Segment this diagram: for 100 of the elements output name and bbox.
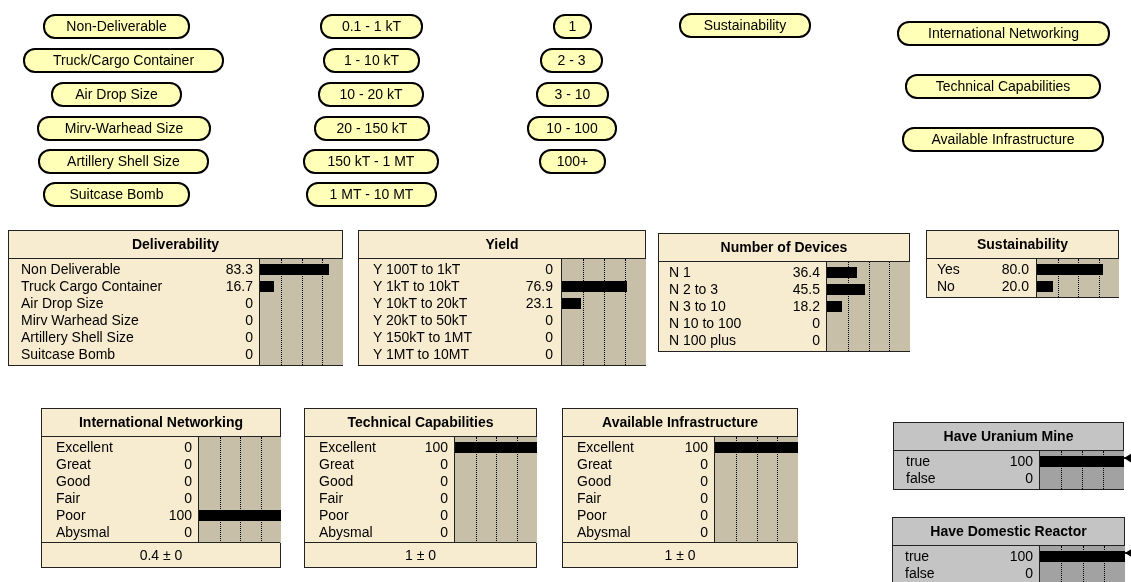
belief-value: 0 [1025,565,1033,582]
state-pill: 2 - 3 [540,48,603,73]
belief-value: 0 [700,490,708,507]
belief-value: 0 [184,524,192,541]
state-label: Good [56,473,91,490]
state-pill: Available Infrastructure [902,127,1104,152]
state-label: Poor [56,507,86,524]
belief-value: 0 [545,346,553,363]
state-label: Y 1MT to 10MT [373,346,469,363]
belief-value: 0 [245,346,253,363]
state-label: Good [577,473,612,490]
state-label: false [905,565,935,582]
state-label: Yes [937,261,960,278]
expected-value: 1 ± 0 [305,542,536,567]
belief-value: 0 [700,507,708,524]
belief-value: 0 [812,332,820,349]
belief-node-card [892,517,1125,582]
belief-value: 0 [545,329,553,346]
state-label: No [937,278,955,295]
state-pill: Suitcase Bomb [43,182,190,207]
belief-node-card [41,408,281,568]
belief-value: 20.0 [1001,278,1029,295]
belief-value: 0 [700,456,708,473]
arrow [1123,453,1131,463]
belief-value: 80.0 [1001,261,1029,278]
belief-node-card [562,408,798,568]
belief-value: 100 [1009,453,1033,470]
state-pill: 1 [553,14,592,39]
state-label: true [906,453,931,470]
state-pill: 0.1 - 1 kT [320,14,423,39]
state-label: Excellent [577,439,634,456]
expected-value: 1 ± 0 [563,542,797,567]
belief-value: 0 [184,490,192,507]
state-pill: 10 - 100 [527,116,617,141]
belief-value: 36.4 [792,264,820,281]
belief-value: 18.2 [792,298,820,315]
belief-node-card [926,230,1119,298]
state-label: Great [577,456,612,473]
belief-value: 23.1 [525,295,553,312]
state-label: Y 100T to 1kT [373,261,461,278]
state-pill: 20 - 150 kT [314,116,430,141]
state-pill: Non-Deliverable [43,14,190,39]
state-label: Suitcase Bomb [21,346,116,363]
state-pill: Mirv-Warhead Size [37,116,211,141]
belief-value: 0 [440,507,448,524]
state-pill: Technical Capabilities [905,74,1101,99]
expected-value: 0.4 ± 0 [42,542,280,567]
belief-value: 100 [424,439,448,456]
belief-value: 0 [812,315,820,332]
state-label: false [906,470,936,487]
belief-value: 16.7 [225,278,253,295]
belief-value: 0 [184,439,192,456]
state-label: N 1 [669,264,691,281]
belief-value: 100 [684,439,708,456]
state-label: Abysmal [319,524,373,541]
state-pill: 3 - 10 [536,82,609,107]
belief-value: 0 [440,524,448,541]
belief-value: 0 [245,295,253,312]
state-label: Air Drop Size [21,295,104,312]
state-label: Non Deliverable [21,261,121,278]
state-label: N 100 plus [669,332,736,349]
state-pill: Sustainability [679,13,811,38]
state-label: Abysmal [56,524,110,541]
state-label: Abysmal [577,524,631,541]
state-pill: Truck/Cargo Container [23,48,224,73]
state-label: Great [319,456,354,473]
belief-value: 0 [700,524,708,541]
belief-value: 100 [168,507,192,524]
belief-node-card [358,230,646,366]
state-label: Fair [577,490,602,507]
state-pill: 10 - 20 kT [318,82,424,107]
state-label: Fair [319,490,344,507]
state-pill: Air Drop Size [51,82,182,107]
belief-node-card [658,233,910,352]
belief-value: 0 [184,473,192,490]
state-label: Poor [319,507,349,524]
arrow [1124,548,1131,558]
belief-value: 0 [545,261,553,278]
state-label: Artillery Shell Size [21,329,134,346]
state-label: Truck Cargo Container [21,278,163,295]
belief-value: 0 [245,329,253,346]
state-label: Poor [577,507,607,524]
state-label: Y 150kT to 1MT [373,329,473,346]
state-label: Great [56,456,91,473]
belief-value: 83.3 [225,261,253,278]
belief-value: 0 [245,312,253,329]
state-pill: Artillery Shell Size [38,149,209,174]
belief-value: 100 [1009,548,1033,565]
belief-value: 0 [545,312,553,329]
state-label: Fair [56,490,81,507]
belief-value: 76.9 [525,278,553,295]
state-pill: 1 - 10 kT [323,48,420,73]
state-label: Y 10kT to 20kT [373,295,468,312]
belief-value: 0 [440,490,448,507]
belief-value: 0 [440,473,448,490]
belief-node-card [893,422,1124,490]
belief-value: 0 [184,456,192,473]
state-label: Excellent [56,439,113,456]
belief-value: 0 [440,456,448,473]
state-label: N 10 to 100 [669,315,742,332]
